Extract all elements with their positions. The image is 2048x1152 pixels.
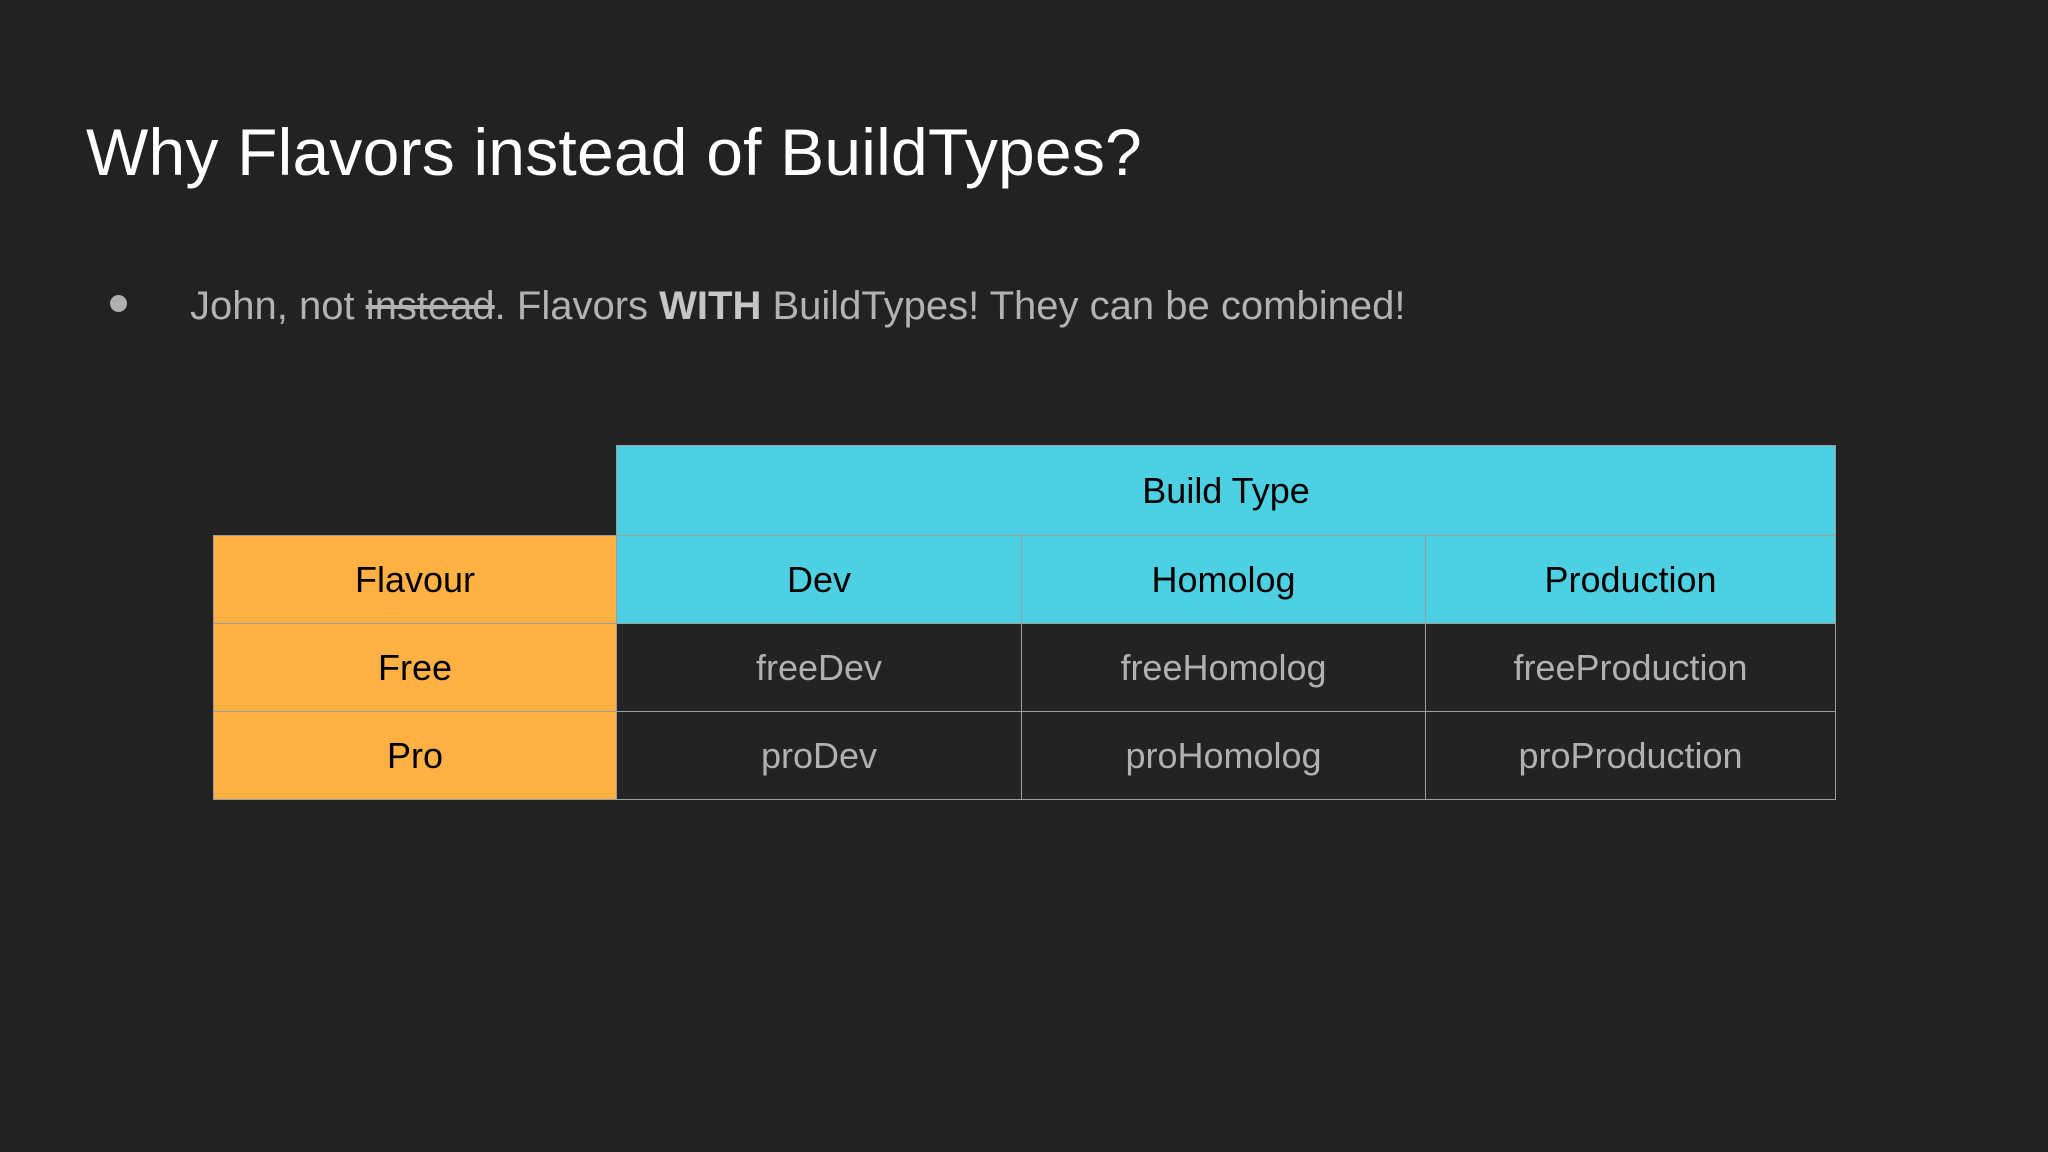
table-row-group-header: Build Type xyxy=(213,445,1837,536)
table-cell-free-production: freeProduction xyxy=(1424,623,1837,712)
bullet-segment-4: BuildTypes! They can be combined! xyxy=(761,284,1406,328)
table-cell-pro-production: proProduction xyxy=(1424,711,1837,800)
table-cell-pro-homolog: proHomolog xyxy=(1021,711,1426,800)
table-row: Pro proDev proHomolog proProduction xyxy=(213,711,1837,800)
bullet-dot-icon xyxy=(110,295,127,312)
table-row-column-headers: Flavour Dev Homolog Production xyxy=(213,535,1837,624)
table-header-homolog: Homolog xyxy=(1021,535,1426,624)
table-corner-spacer xyxy=(213,445,617,536)
table-header-production: Production xyxy=(1424,535,1837,624)
table-header-dev: Dev xyxy=(616,535,1022,624)
flavour-buildtype-matrix: Build Type Flavour Dev Homolog Productio… xyxy=(213,445,1837,800)
table-row-label-pro: Pro xyxy=(213,711,617,800)
bullet-segment-2: . Flavors xyxy=(494,284,660,328)
bullet-text: John, not instead. Flavors WITH BuildTyp… xyxy=(190,282,1405,330)
table-header-flavour: Flavour xyxy=(213,535,617,624)
table-cell-pro-dev: proDev xyxy=(616,711,1022,800)
table-cell-free-dev: freeDev xyxy=(616,623,1022,712)
table-cell-free-homolog: freeHomolog xyxy=(1021,623,1426,712)
bullet-list-item: John, not instead. Flavors WITH BuildTyp… xyxy=(110,282,1405,330)
table-row-label-free: Free xyxy=(213,623,617,712)
bullet-segment-bold: WITH xyxy=(659,284,762,328)
table-header-build-type: Build Type xyxy=(615,445,1837,536)
page-title: Why Flavors instead of BuildTypes? xyxy=(86,115,1142,189)
table-row: Free freeDev freeHomolog freeProduction xyxy=(213,623,1837,712)
bullet-segment-0: John, not xyxy=(190,284,366,328)
bullet-segment-strikethrough: instead xyxy=(365,284,495,328)
